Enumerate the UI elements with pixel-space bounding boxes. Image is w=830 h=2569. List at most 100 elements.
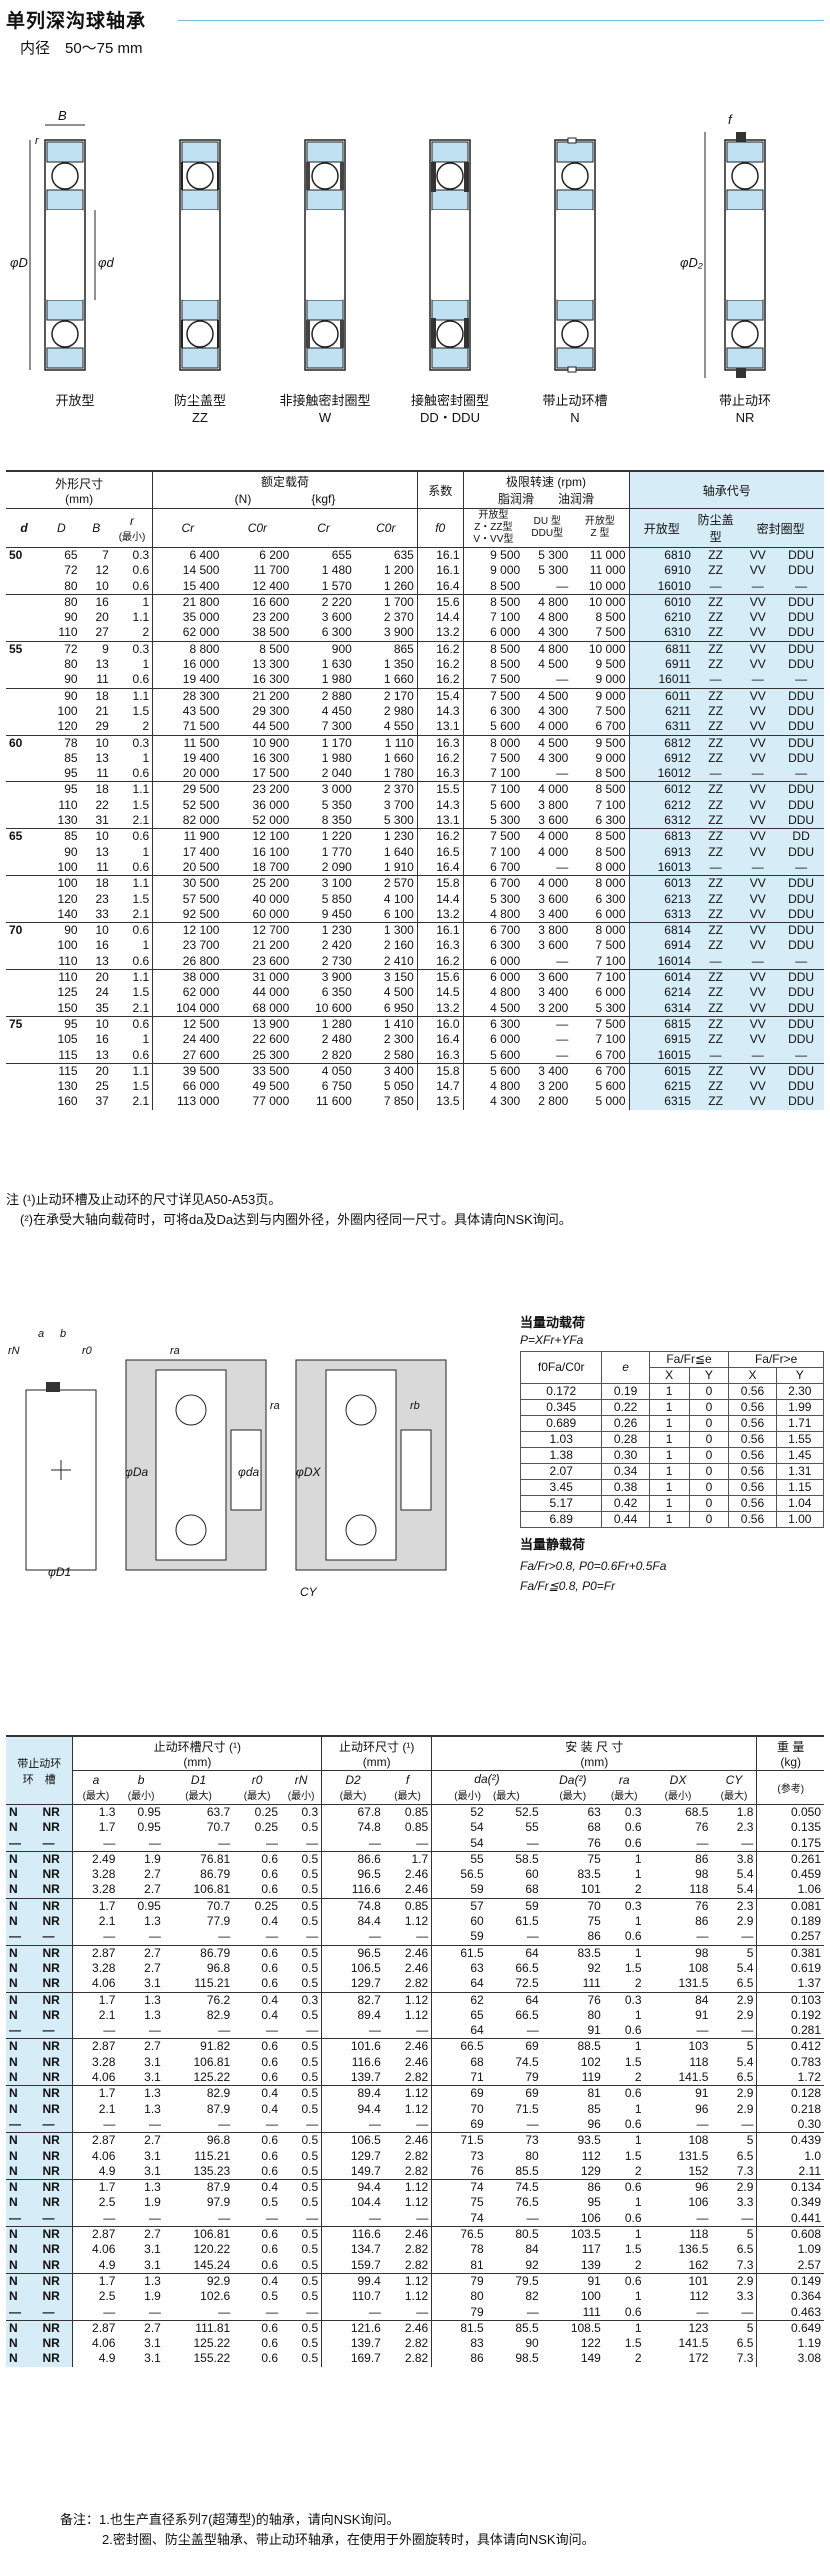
table-cell: ZZ bbox=[693, 734, 738, 751]
table-cell: 23 700 bbox=[152, 938, 223, 954]
table-cell: 79.5 bbox=[486, 2272, 542, 2290]
table-cell: 2.46 bbox=[383, 1944, 432, 1961]
table-cell: 68 bbox=[587, 1820, 601, 1835]
table-cell: 96.5 bbox=[321, 1944, 384, 1961]
table-cell: 16.2 bbox=[416, 750, 464, 767]
table-cell: 3 600 bbox=[538, 891, 569, 906]
table-cell: 113 000 bbox=[152, 1094, 223, 1110]
table-cell: 102 bbox=[580, 2054, 601, 2069]
table-cell: 16 000 bbox=[152, 657, 223, 673]
table-cell: 0.439 bbox=[756, 2132, 824, 2149]
table-cell: 0.56 bbox=[728, 1415, 777, 1432]
table-cell: 16.4 bbox=[416, 1032, 464, 1048]
table-cell: 76.5 bbox=[431, 2226, 487, 2243]
table-cell: 0.25 bbox=[254, 1820, 279, 1835]
table-cell: 7 100 bbox=[462, 781, 524, 798]
table-cell: 0.6 bbox=[261, 2257, 279, 2272]
table-cell: 0.175 bbox=[756, 1835, 824, 1852]
table-cell: 8 000 bbox=[571, 922, 630, 939]
table-cell: 0.5 bbox=[301, 2070, 319, 2085]
table-cell: 83 bbox=[431, 2336, 487, 2352]
table-cell: VV bbox=[737, 1094, 779, 1110]
table-cell: 6914 bbox=[628, 938, 694, 954]
table-cell: 82.7 bbox=[321, 1991, 384, 2008]
table-cell: 80 bbox=[431, 2289, 487, 2305]
table-cell: ZZ bbox=[693, 1079, 738, 1095]
table-cell: 1.9 bbox=[144, 2195, 161, 2210]
table-cell: 1 260 bbox=[383, 578, 414, 593]
table-cell: 76 bbox=[695, 1820, 709, 1835]
table-cell: 1 bbox=[634, 2007, 642, 2022]
table-cell: 62 bbox=[431, 1991, 487, 2008]
table-cell: 106.5 bbox=[321, 1960, 384, 1977]
table-cell: ZZ bbox=[693, 610, 738, 626]
table-cell: — bbox=[693, 766, 738, 782]
table-cell: 4 500 bbox=[462, 1000, 524, 1017]
table-cell: 6 750 bbox=[321, 1079, 352, 1094]
table-cell: 106.5 bbox=[321, 2132, 384, 2149]
table-cell: 71 500 bbox=[152, 719, 223, 736]
table-cell: 76 bbox=[431, 2163, 487, 2180]
table-cell: VV bbox=[737, 610, 779, 626]
table-cell: 98.5 bbox=[515, 2351, 539, 2366]
table-cell: 1 110 bbox=[354, 734, 418, 751]
table-cell: 64 bbox=[486, 1944, 542, 1961]
table-cell: 116.6 bbox=[321, 2226, 384, 2243]
table-cell: VV bbox=[737, 563, 779, 579]
table-cell: 5.4 bbox=[736, 2054, 754, 2069]
table-cell: 0.5 bbox=[281, 2226, 322, 2243]
table-cell: N bbox=[6, 2038, 40, 2055]
table-cell: 2 480 bbox=[321, 1032, 352, 1047]
table-cell: 1.37 bbox=[756, 1976, 824, 1993]
table-cell: 75 bbox=[541, 1850, 604, 1868]
table-cell: 1 bbox=[648, 1447, 690, 1464]
table-cell: 0.19 bbox=[601, 1383, 650, 1400]
table-cell: 0.6 bbox=[261, 2242, 279, 2257]
table-cell: DDU bbox=[778, 547, 824, 564]
table-cell: 68 bbox=[431, 2054, 487, 2071]
table-cell: 0.3 bbox=[111, 547, 153, 564]
table-cell: 1 280 bbox=[292, 1015, 355, 1033]
table-cell: 2.1 bbox=[72, 1914, 119, 1930]
table-cell: 5 300 bbox=[383, 813, 414, 828]
table-cell: 66.5 bbox=[515, 1960, 539, 1975]
table-cell: 82 000 bbox=[152, 813, 223, 829]
table-cell: 6310 bbox=[628, 625, 694, 642]
table-cell: 0.5 bbox=[301, 2007, 319, 2022]
table-cell: 2.9 bbox=[736, 2007, 754, 2022]
table-cell: DDU bbox=[778, 906, 824, 923]
table-cell: 0.6 bbox=[603, 2085, 645, 2102]
table-cell: 7 bbox=[80, 547, 112, 564]
table-cell: 2 980 bbox=[383, 703, 414, 718]
table-cell: 2.7 bbox=[144, 1960, 161, 1975]
table-cell: 98 bbox=[695, 1867, 709, 1882]
table-cell: 80 bbox=[587, 2007, 601, 2022]
table-cell: 16 600 bbox=[222, 593, 293, 611]
table-cell: 16.1 bbox=[416, 547, 464, 564]
table-cell: 1 910 bbox=[383, 859, 414, 874]
table-cell: ZZ bbox=[693, 985, 738, 1001]
table-cell bbox=[6, 657, 42, 672]
table-cell: 30 500 bbox=[152, 875, 223, 892]
table-cell: 16.2 bbox=[416, 640, 464, 658]
table-cell: VV bbox=[737, 1000, 779, 1017]
table-cell: 0.5 bbox=[301, 2054, 319, 2069]
table-cell: DDU bbox=[778, 719, 824, 736]
table-cell: 0.25 bbox=[233, 1897, 282, 1915]
table-cell: 61.5 bbox=[431, 1944, 487, 1961]
table-cell: 129.7 bbox=[321, 2148, 384, 2164]
table-cell bbox=[6, 907, 42, 923]
table-cell: ZZ bbox=[693, 640, 738, 658]
table-cell: 0.25 bbox=[233, 1804, 282, 1821]
table-cell: 70 bbox=[431, 2101, 487, 2117]
table-cell: 23 200 bbox=[222, 781, 293, 798]
table-cell: VV bbox=[737, 906, 779, 923]
table-cell: 2.82 bbox=[404, 2351, 429, 2366]
